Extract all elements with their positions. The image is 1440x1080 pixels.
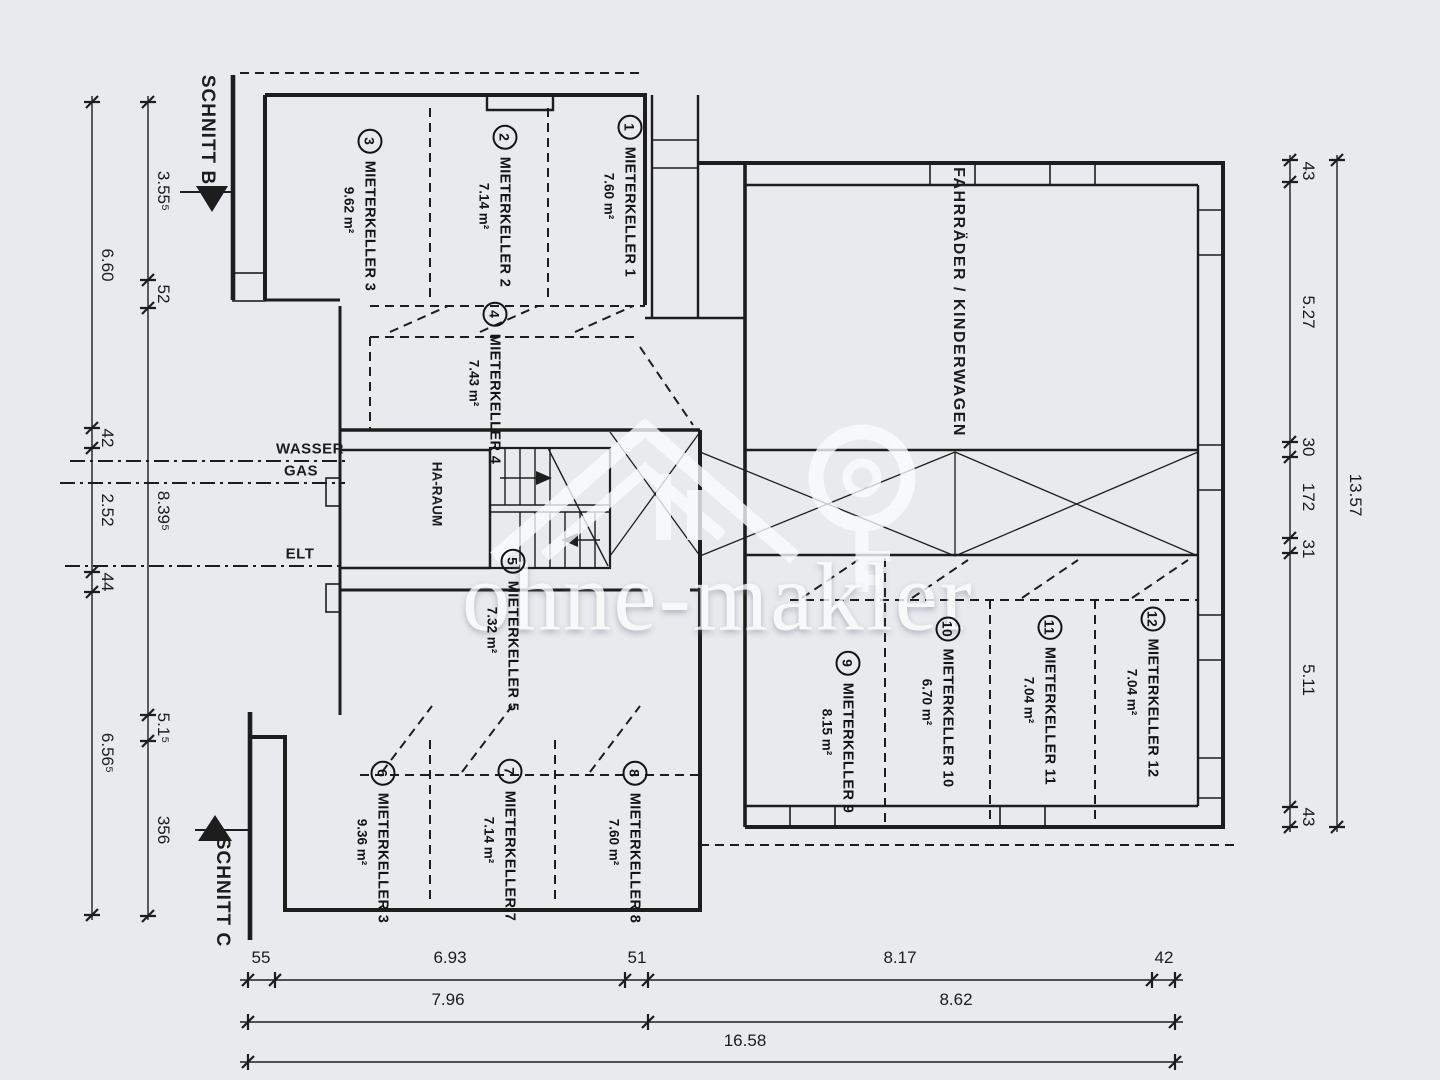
room-number-badge: 12 bbox=[1140, 606, 1166, 632]
dim-bottom-total: 16.58 bbox=[723, 1031, 767, 1050]
room-number-badge: 9 bbox=[835, 650, 861, 676]
room-number-badge: 4 bbox=[482, 301, 508, 327]
stair-arrow-up-icon bbox=[536, 471, 552, 485]
schnitt-b-label: SCHNITT B bbox=[197, 74, 218, 186]
utility-label-gas: GAS bbox=[283, 462, 319, 480]
dim-bottom-r1-3: 51 bbox=[627, 948, 647, 967]
utility-label-elt: ELT bbox=[285, 545, 315, 563]
inner-walls bbox=[340, 95, 1200, 808]
room-number-badge: 6 bbox=[370, 760, 396, 786]
dim-left-outer-3: 2.52 bbox=[98, 493, 117, 527]
dim-right-inner-4: 172 bbox=[1299, 482, 1318, 512]
dim-left-outer-1: 6.60 bbox=[98, 248, 117, 282]
dim-right-inner-2: 5.27 bbox=[1299, 295, 1318, 329]
utility-label-wasser: WASSER bbox=[275, 440, 345, 458]
dim-left-inner-4: 5.1⁵ bbox=[154, 712, 173, 744]
dim-left-inner-2: 52 bbox=[154, 284, 173, 304]
room-number-badge: 10 bbox=[935, 616, 961, 642]
dim-right-inner-6: 5.11 bbox=[1299, 664, 1318, 696]
dim-bottom-r1-4: 8.17 bbox=[883, 948, 917, 967]
dim-left-inner-1: 3.55⁵ bbox=[154, 170, 173, 212]
dim-bottom-r1-5: 42 bbox=[1154, 948, 1174, 967]
room-label-fahrraeder: FAHRRÄDER / KINDERWAGEN bbox=[950, 167, 967, 437]
room-number-badge: 11 bbox=[1037, 614, 1063, 640]
room-number-badge: 8 bbox=[622, 760, 648, 786]
dim-left-inner-3: 8.39⁵ bbox=[154, 490, 173, 532]
utility-lines bbox=[60, 460, 345, 567]
dim-right-inner-3: 30 bbox=[1299, 437, 1318, 457]
dimension-lines bbox=[91, 96, 1338, 1063]
dim-left-outer-4: 44 bbox=[98, 572, 117, 592]
window-symbols bbox=[232, 139, 1223, 827]
dim-left-outer-2: 42 bbox=[98, 428, 117, 448]
room-number-badge: 5 bbox=[500, 548, 526, 574]
schnitt-c-arrow-icon bbox=[198, 815, 232, 841]
section-marks bbox=[180, 75, 253, 940]
room-number-badge: 3 bbox=[357, 128, 383, 154]
dim-bottom-r1-1: 55 bbox=[251, 948, 271, 967]
dim-right-total: 13.57 bbox=[1346, 473, 1365, 517]
dimension-ticks bbox=[84, 95, 1345, 1070]
dim-left-inner-5: 356 bbox=[154, 815, 173, 845]
dashed-partition-lines bbox=[240, 72, 1240, 905]
room-number-badge: 2 bbox=[492, 124, 518, 150]
dim-bottom-r1-2: 6.93 bbox=[433, 948, 467, 967]
dim-bottom-r2-1: 7.96 bbox=[431, 990, 465, 1009]
ohne-makler-logo-icon bbox=[490, 418, 916, 592]
schnitt-c-label: SCHNITT C bbox=[212, 836, 233, 948]
dim-right-inner-5: 31 bbox=[1299, 539, 1318, 559]
dim-left-outer-5: 6.56⁵ bbox=[98, 732, 117, 774]
dim-right-inner-1: 43 bbox=[1299, 161, 1318, 181]
room-label-ha-raum: HA-RAUM bbox=[429, 461, 445, 527]
schnitt-b-arrow-icon bbox=[196, 186, 228, 212]
room-number-badge: 7 bbox=[497, 758, 523, 784]
dim-right-inner-7: 43 bbox=[1299, 807, 1318, 827]
dim-bottom-r2-2: 8.62 bbox=[939, 990, 973, 1009]
room-number-badge: 1 bbox=[617, 114, 643, 140]
